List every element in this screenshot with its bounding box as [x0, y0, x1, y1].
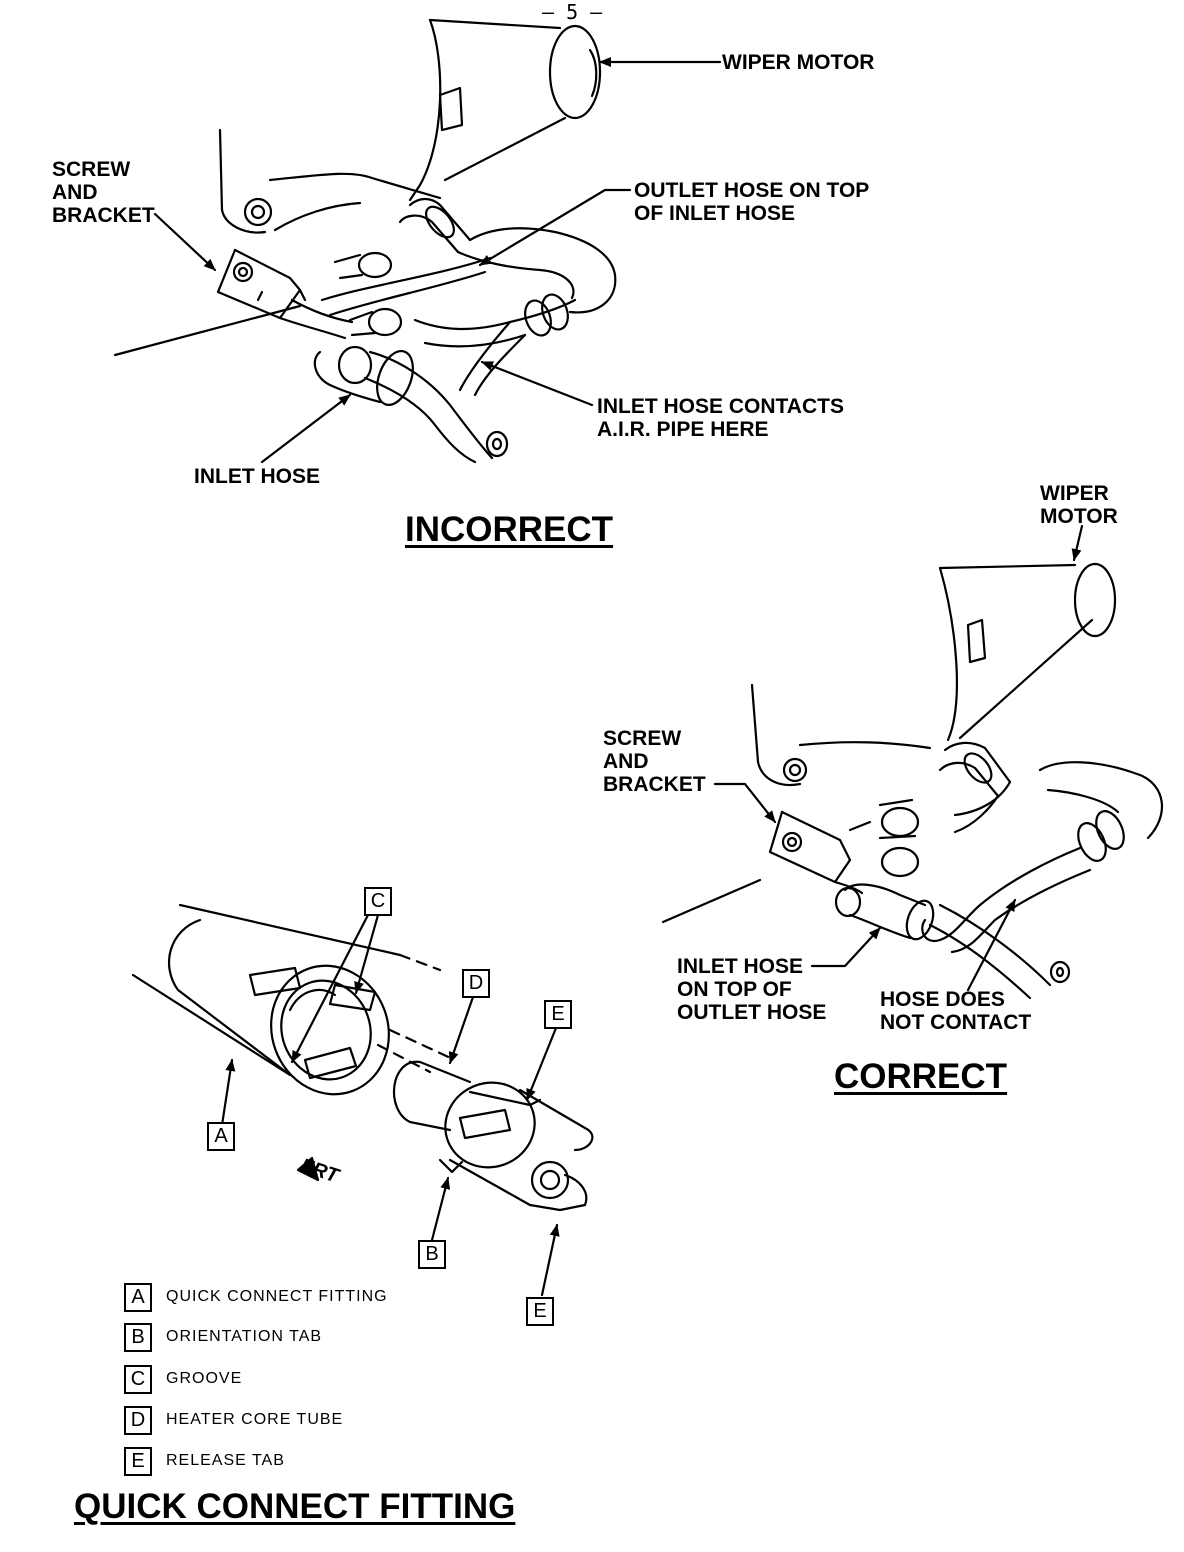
page-number: – 5 – [542, 0, 603, 24]
label-screw-incorrect-1: SCREW [52, 158, 131, 181]
correct-leaders [713, 524, 1084, 992]
label-screw-correct-2: AND [603, 750, 649, 773]
legend-text: GROOVE [166, 1370, 243, 1387]
fitting-drawing [131, 903, 594, 1212]
title-quick-connect-fitting: QUICK CONNECT FITTING [74, 1487, 516, 1526]
fitting-leaders [220, 913, 560, 1297]
legend-text: QUICK CONNECT FITTING [166, 1288, 388, 1305]
label-inlet-on-top-1: INLET HOSE [677, 955, 804, 978]
callout-b: B [418, 1240, 446, 1269]
label-wiper-correct-2: MOTOR [1040, 505, 1118, 528]
label-inlet-hose: INLET HOSE [194, 465, 321, 488]
legend-key: D [124, 1406, 152, 1435]
label-no-contact-2: NOT CONTACT [880, 1011, 1032, 1034]
label-outlet-on-top-2: OF INLET HOSE [634, 202, 796, 225]
label-no-contact-1: HOSE DOES [880, 988, 1005, 1011]
legend-key: A [124, 1283, 152, 1312]
callout-d: D [462, 969, 490, 998]
legend-text: RELEASE TAB [166, 1452, 285, 1469]
label-inlet-contacts-2: A.I.R. PIPE HERE [597, 418, 769, 441]
label-inlet-on-top-3: OUTLET HOSE [677, 1001, 827, 1024]
label-screw-incorrect-3: BRACKET [52, 204, 155, 227]
incorrect-drawing [113, 18, 617, 464]
label-screw-correct-3: BRACKET [603, 773, 706, 796]
title-correct: CORRECT [834, 1057, 1008, 1096]
legend-text: ORIENTATION TAB [166, 1328, 323, 1345]
legend-key: E [124, 1447, 152, 1476]
incorrect-leaders [153, 57, 722, 464]
label-screw-incorrect-2: AND [52, 181, 98, 204]
title-incorrect: INCORRECT [405, 510, 614, 549]
callout-e-bottom: E [526, 1297, 554, 1326]
legend-key: C [124, 1365, 152, 1394]
callout-e-top: E [544, 1000, 572, 1029]
callout-c: C [364, 887, 392, 916]
legend-text: HEATER CORE TUBE [166, 1411, 344, 1428]
label-outlet-on-top-1: OUTLET HOSE ON TOP [634, 179, 870, 202]
label-wiper-correct-1: WIPER [1040, 482, 1109, 505]
label-screw-correct-1: SCREW [603, 727, 682, 750]
label-inlet-on-top-2: ON TOP OF [677, 978, 792, 1001]
label-wiper-motor-incorrect: WIPER MOTOR [722, 51, 875, 74]
callout-a: A [207, 1122, 235, 1151]
legend-key: B [124, 1323, 152, 1352]
label-inlet-contacts-1: INLET HOSE CONTACTS [597, 395, 844, 418]
correct-drawing [661, 562, 1163, 1000]
